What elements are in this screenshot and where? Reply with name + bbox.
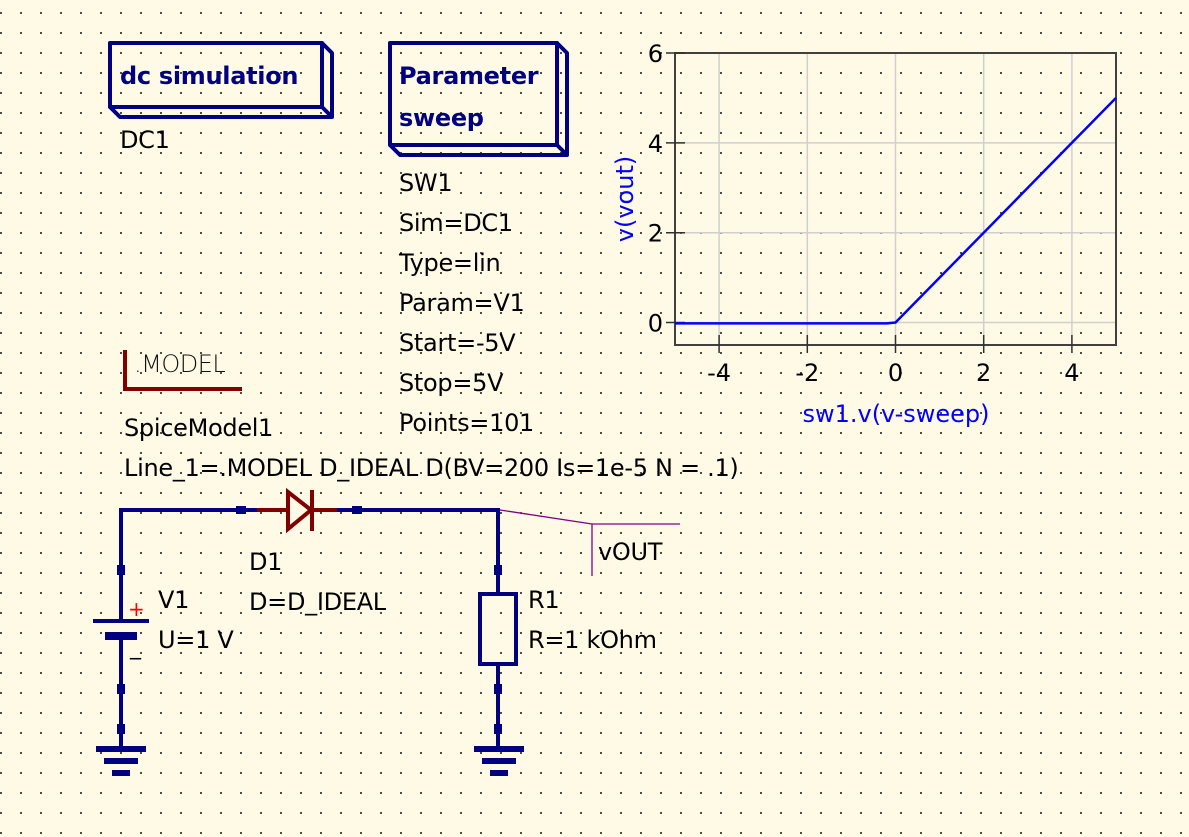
chart-y-tick-label: 6	[648, 40, 663, 68]
source-minus-sign: _	[130, 635, 141, 660]
source-voltage-prop: U=1 V	[158, 626, 234, 654]
sweep-prop-param: Param=V1	[399, 289, 525, 317]
parameter-sweep-title-line2: sweep	[399, 104, 484, 132]
resistor-symbol[interactable]	[478, 592, 518, 666]
chart-y-axis-label: v(vout)	[611, 156, 639, 242]
diode-name: D1	[249, 548, 283, 576]
diode-model-prop: D=D_IDEAL	[249, 588, 386, 616]
chart-x-tick-label: 4	[1064, 359, 1079, 387]
source-plus-sign: +	[128, 597, 145, 621]
chart-grid	[675, 53, 1116, 345]
dc-simulation-title: dc simulation	[120, 62, 299, 90]
chart-series-vout	[675, 97, 1117, 325]
sweep-prop-stop: Stop=5V	[399, 369, 504, 397]
chart-ticks	[666, 52, 1073, 353]
source-name: V1	[158, 586, 190, 614]
spice-model-symbol[interactable]	[123, 350, 242, 391]
dc-voltage-source-symbol[interactable]	[93, 619, 149, 640]
dc-simulation-block[interactable]	[108, 41, 334, 119]
chart-y-tick-label: 2	[648, 220, 663, 248]
chart-x-axis-label: sw1.v(v-sweep)	[802, 400, 989, 428]
parameter-sweep-properties: SW1 Sim=DC1 Type=lin Param=V1 Start=-5V …	[399, 163, 534, 443]
ground-symbol-right	[474, 746, 524, 776]
ground-symbol-left	[96, 746, 146, 776]
sweep-name: SW1	[399, 169, 453, 197]
sweep-prop-sim: Sim=DC1	[399, 209, 513, 237]
chart-x-tick-label: 2	[976, 359, 991, 387]
chart-y-tick-label: 0	[648, 310, 663, 338]
parameter-sweep-block[interactable]	[388, 41, 569, 157]
chart-x-tick-label: -2	[795, 359, 819, 387]
sweep-prop-type: Type=lin	[399, 249, 501, 277]
chart-x-tick-label: -4	[707, 359, 731, 387]
spice-model-name: SpiceModel1	[124, 414, 274, 442]
node-label-vout[interactable]: vOUT	[598, 538, 663, 566]
resistor-value-prop: R=1 kOhm	[528, 626, 657, 654]
sweep-prop-points: Points=101	[399, 409, 535, 437]
chart-y-tick-label: 4	[648, 130, 663, 158]
chart-diagram[interactable]: -4 -2 0 2 4 0 2 4 6 sw1.v(v-sweep) v(vout)	[611, 40, 1117, 428]
parameter-sweep-title-line1: Parameter	[399, 62, 539, 90]
sweep-prop-start: Start=-5V	[399, 329, 516, 357]
resistor-name: R1	[528, 586, 560, 614]
spice-model-symbol-label: .MODEL	[134, 350, 226, 378]
node-label-leader	[499, 509, 680, 525]
diode-symbol[interactable]	[246, 487, 357, 534]
wire-source-to-diode[interactable]	[119, 508, 241, 621]
chart-tick-labels: -4 -2 0 2 4 0 2 4 6	[648, 40, 1080, 387]
dc-simulation-name: DC1	[120, 126, 170, 154]
chart-x-tick-label: 0	[888, 359, 903, 387]
spice-model-line: Line_1=.MODEL D_IDEAL D(BV=200 Is=1e-5 N…	[124, 454, 739, 482]
